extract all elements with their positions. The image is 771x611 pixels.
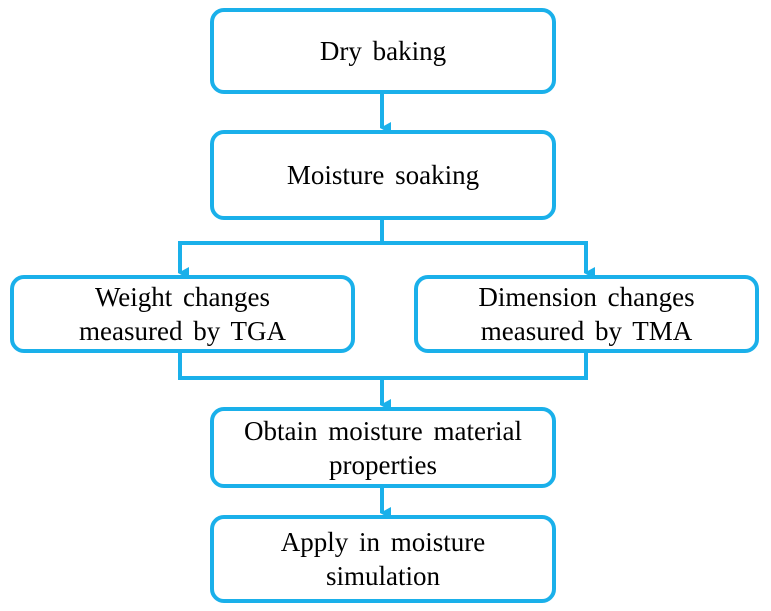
- moisture-soaking-box: Moisture soaking: [210, 130, 556, 220]
- moisture-soaking-label: Moisture soaking: [286, 160, 480, 190]
- weight-changes-box: Weight changes measured by TGA: [10, 275, 355, 353]
- dimension-changes-text: Dimension changes measured by TMA: [478, 280, 694, 348]
- apply-simulation-box: Apply in moisture simulation: [210, 515, 556, 603]
- dry-baking-label: Dry baking: [319, 36, 447, 66]
- apply-simulation-text: Apply in moisture simulation: [281, 525, 486, 593]
- weight-changes-line2: measured by TGA: [79, 316, 286, 346]
- weight-changes-text: Weight changes measured by TGA: [79, 280, 286, 348]
- dry-baking-box: Dry baking: [210, 8, 556, 94]
- dimension-changes-line2: measured by TMA: [480, 316, 693, 346]
- obtain-properties-box: Obtain moisture material properties: [210, 407, 556, 488]
- obtain-properties-text: Obtain moisture material properties: [244, 414, 522, 482]
- weight-changes-line1: Weight changes: [94, 282, 271, 312]
- obtain-properties-line1: Obtain moisture material: [244, 415, 522, 446]
- apply-simulation-line1: Apply in moisture: [280, 527, 486, 557]
- obtain-properties-line2: properties: [329, 449, 437, 480]
- apply-simulation-line2: simulation: [326, 561, 440, 591]
- dimension-changes-box: Dimension changes measured by TMA: [414, 275, 759, 353]
- dimension-changes-line1: Dimension changes: [478, 282, 695, 312]
